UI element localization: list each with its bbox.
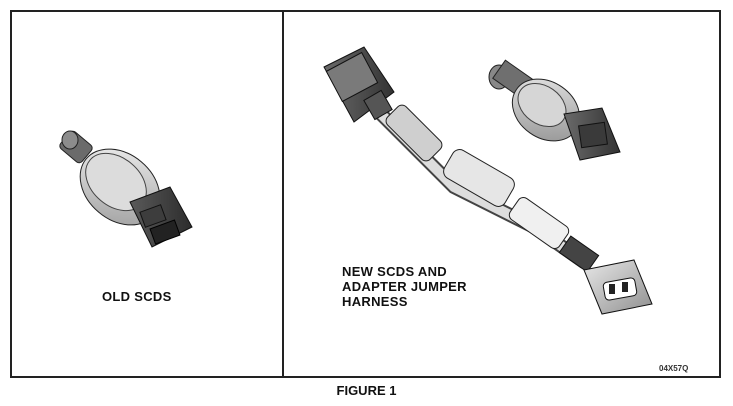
image-code: 04X57Q bbox=[659, 364, 689, 373]
left-panel: OLD SCDS bbox=[12, 12, 282, 376]
new-scds-harness-illustration bbox=[323, 46, 653, 315]
figure-frame: OLD SCDS bbox=[10, 10, 721, 378]
old-scds-label: OLD SCDS bbox=[102, 289, 172, 304]
right-panel: NEW SCDS AND ADAPTER JUMPER HARNESS 04X5… bbox=[284, 12, 719, 376]
new-scds-label: NEW SCDS AND ADAPTER JUMPER HARNESS bbox=[342, 264, 467, 309]
figure-caption: FIGURE 1 bbox=[336, 383, 397, 398]
old-scds-illustration bbox=[59, 130, 193, 248]
panel-divider bbox=[282, 12, 284, 376]
